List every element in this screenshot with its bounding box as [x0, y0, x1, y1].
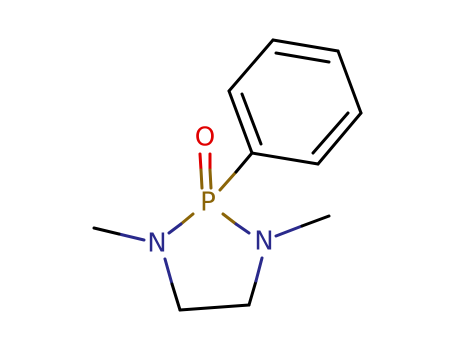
ring-bond-1-inner — [274, 51, 331, 64]
ring-bond-2 — [336, 49, 363, 115]
nleft-methyl-n-half — [117, 232, 146, 242]
ring-bond-6 — [227, 38, 275, 93]
nright-ch2-c-half — [247, 279, 258, 307]
nright-methyl-c-half — [300, 214, 331, 228]
nright-methyl-n-half — [274, 224, 304, 238]
atom-nitrogen-right: N — [254, 227, 273, 257]
ring-bond-5-inner — [240, 92, 263, 146]
p-phenyl-bond-p-half — [218, 170, 238, 192]
atom-oxygen: O — [195, 123, 215, 153]
ring-bond-5 — [227, 89, 254, 155]
po-bond-2-p — [208, 168, 213, 190]
nright-ch2-n-half — [254, 256, 264, 283]
atom-phosphorus: P — [200, 188, 216, 218]
diaza-ring-bonds — [163, 256, 264, 312]
ring-bond-1 — [271, 38, 340, 53]
methyl-bonds — [92, 214, 331, 242]
ring-bond-3-inner — [311, 111, 350, 155]
p-nright-n-half — [234, 222, 251, 235]
p-phenyl-bond — [218, 151, 254, 192]
ch2-ch2-bond — [178, 303, 251, 312]
po-bond-1-p — [199, 168, 204, 190]
nleft-methyl-c-half — [92, 226, 121, 236]
ring-bond-4 — [250, 151, 320, 166]
p-o-double-bond — [198, 152, 213, 190]
p-nright-p-half — [221, 212, 238, 226]
nleft-ch2-n-half — [163, 257, 174, 286]
atom-nitrogen-left: N — [147, 229, 166, 259]
p-nleft-p-half — [179, 212, 195, 226]
p-phenyl-bond-c-half — [234, 151, 254, 174]
nleft-ch2-c-half — [170, 282, 182, 312]
p-nleft-n-half — [167, 222, 183, 235]
po-bond-1-o — [198, 152, 203, 172]
ring-bond-3 — [316, 111, 363, 166]
phenyl-ring — [227, 38, 363, 166]
p-n-bonds — [167, 212, 251, 235]
